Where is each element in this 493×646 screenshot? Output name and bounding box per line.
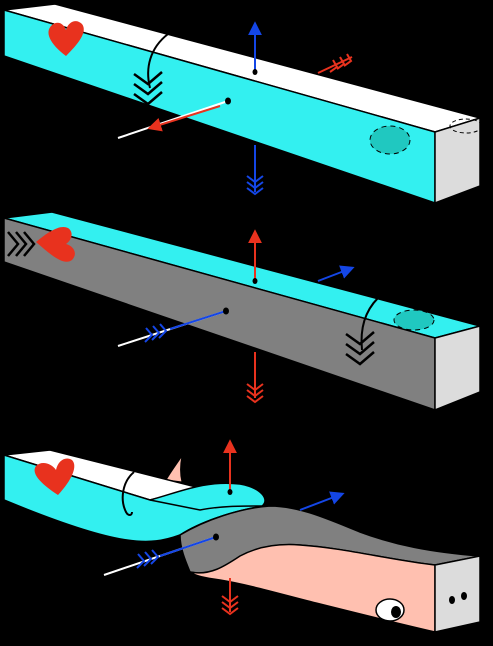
arrow-through-blue xyxy=(169,310,227,330)
red-fletching-icon xyxy=(329,53,353,73)
panel-middle xyxy=(3,211,491,412)
bar-end-face xyxy=(434,555,481,633)
blue-fletching-icon xyxy=(144,323,168,343)
blue-fletching-icon xyxy=(246,175,264,196)
ear-icon xyxy=(121,471,135,516)
heart-icon xyxy=(48,21,84,56)
nose-icon xyxy=(449,596,455,604)
tail-fletching-icon xyxy=(133,71,163,106)
arrow-through-blue xyxy=(159,536,217,557)
bar-end-face xyxy=(434,116,481,205)
heart-icon xyxy=(36,226,75,262)
arrow-through-white xyxy=(117,100,229,139)
nose-icon xyxy=(461,592,467,600)
fin xyxy=(165,455,183,483)
arrow-through-red xyxy=(147,105,221,132)
face-spot xyxy=(393,309,435,331)
panel-bottom xyxy=(3,439,481,640)
blue-fletching-icon xyxy=(136,549,160,569)
face-spot xyxy=(369,125,411,155)
eye-pupil xyxy=(391,606,401,618)
red-fletching-icon xyxy=(246,383,264,404)
arrow-side-blue xyxy=(299,491,345,511)
tail-fletching-icon xyxy=(345,331,375,366)
tail-fletching-icon xyxy=(7,231,36,257)
panel-top xyxy=(3,3,483,205)
end-spot-outline xyxy=(449,118,483,134)
tail-line xyxy=(360,297,379,351)
heart-icon xyxy=(34,458,75,495)
arrow-side-blue xyxy=(317,265,355,282)
bar-twist-top xyxy=(149,482,266,511)
red-fletching-icon xyxy=(221,595,239,616)
mustache-icon xyxy=(409,629,477,640)
end-spot-outline xyxy=(480,349,491,379)
bar-end-face xyxy=(434,325,481,412)
